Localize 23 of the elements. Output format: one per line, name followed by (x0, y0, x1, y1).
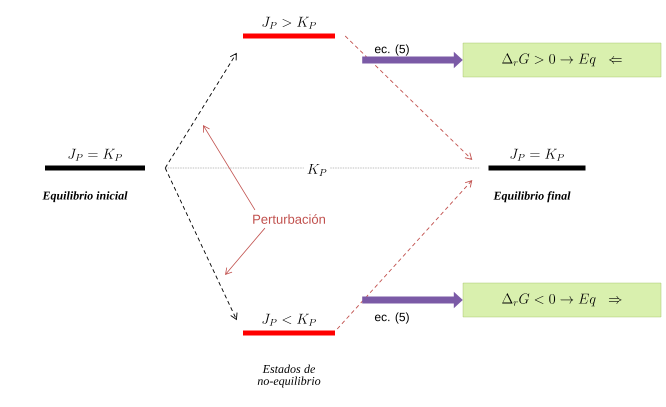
edge-label: $K_P$ (304, 161, 330, 179)
arrow (164, 52, 237, 168)
level-label: $J_P > K_P$ (262, 16, 316, 29)
leader-arrow (203, 125, 256, 210)
level-label: $J_P = K_P$ (510, 148, 564, 161)
perturbation-text: Perturbación (253, 214, 325, 224)
edge-label: ec. (5) (374, 44, 409, 56)
arrow (344, 36, 472, 160)
energy-level-bar (243, 16, 335, 38)
result-box: $\Delta_r G < 0 \rightarrow Eq \;\; \Rightarrow$ (462, 282, 662, 318)
leader-arrow (225, 228, 266, 275)
result-box: $\Delta_r G > 0 \rightarrow Eq \;\; \Leftarrow$ (462, 42, 662, 78)
energy-level-bar (42, 148, 145, 202)
level-label: $J_P < K_P$ (262, 314, 316, 326)
state-caption: Equilibrio final (493, 191, 570, 202)
arrow (336, 180, 472, 330)
state-caption: Estados de no-equilibrio (258, 364, 320, 388)
energy-level-bar (488, 148, 586, 202)
energy-level-bar (243, 314, 335, 336)
edge-label: ec. (5) (374, 312, 409, 324)
state-caption: Equilibrio inicial (42, 191, 128, 202)
arrow (164, 168, 238, 320)
level-label: $J_P = K_P$ (68, 148, 122, 161)
